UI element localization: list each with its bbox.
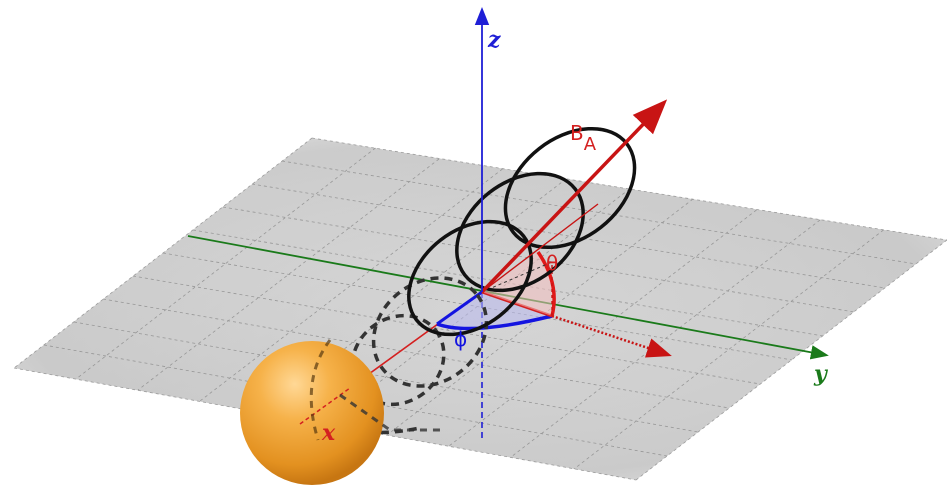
projection-dotted bbox=[551, 314, 672, 358]
sphere bbox=[240, 339, 440, 485]
phi-label: ϕ bbox=[454, 327, 467, 351]
phi-ray-x bbox=[436, 290, 483, 326]
z-axis-label: z bbox=[487, 27, 501, 53]
theta-label: θ bbox=[546, 251, 558, 275]
field-vector-subscript: A bbox=[584, 134, 597, 155]
field-vector-label: BA bbox=[570, 121, 597, 155]
field-vector bbox=[480, 99, 668, 294]
y-axis-label: y bbox=[813, 361, 829, 387]
field-vector-thin bbox=[481, 203, 599, 293]
theta-helper-dashed bbox=[481, 261, 553, 293]
x-axis-label: x bbox=[321, 420, 336, 446]
phi-sector bbox=[437, 292, 552, 329]
theta-sector bbox=[482, 252, 555, 316]
